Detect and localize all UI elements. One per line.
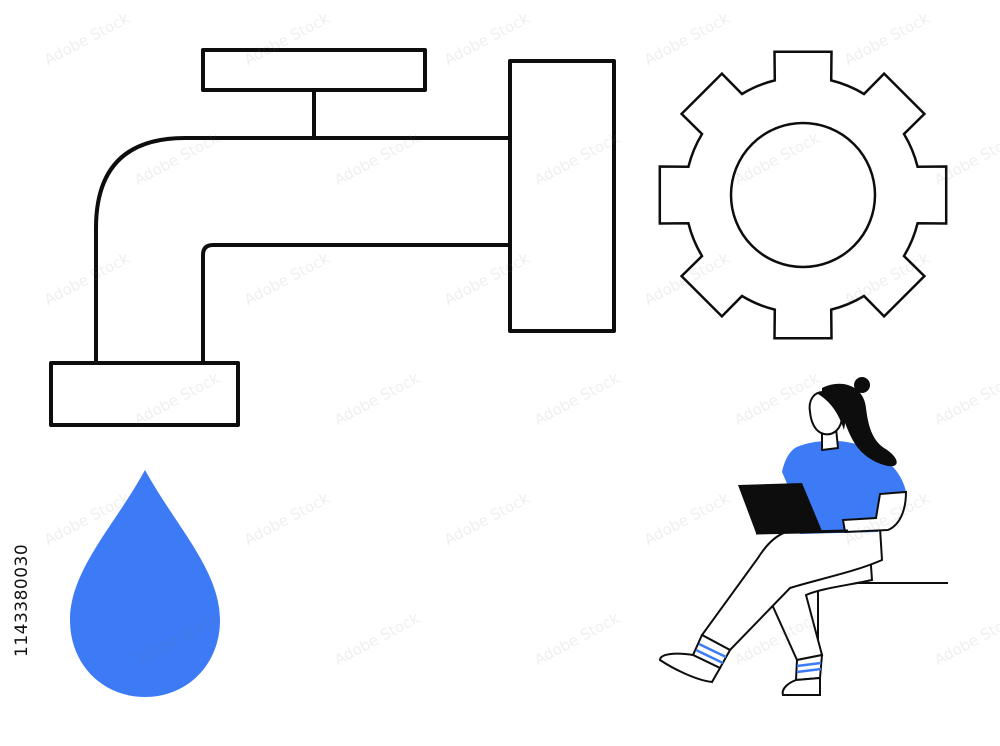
laptop-screen <box>738 483 822 533</box>
woman-pants-front-leg <box>700 526 884 652</box>
sock-stripe-back-1 <box>796 661 822 668</box>
water-drop-icon <box>70 470 220 697</box>
sock-stripe-front-2 <box>695 648 724 665</box>
faucet-icon <box>49 48 616 427</box>
laptop-base <box>755 529 849 535</box>
woman-arm <box>841 490 908 534</box>
woman-hair-bun <box>854 377 870 393</box>
woman-shoe-back <box>781 676 821 696</box>
faucet-handle-bar <box>201 48 427 92</box>
faucet-wall-plate <box>508 59 616 333</box>
woman-hair-front <box>818 388 848 430</box>
woman-sock-back <box>794 653 824 682</box>
faucet-pipe <box>94 136 512 367</box>
sock-stripe-back-2 <box>796 667 822 674</box>
woman-with-laptop <box>658 377 948 696</box>
faucet-nozzle <box>49 361 240 427</box>
stock-id-label: 1143380030 <box>12 543 32 657</box>
sock-stripe-front-1 <box>698 642 727 659</box>
woman-shoe-front <box>658 652 722 684</box>
gear-icon <box>658 50 948 340</box>
gear-hole <box>729 121 877 269</box>
